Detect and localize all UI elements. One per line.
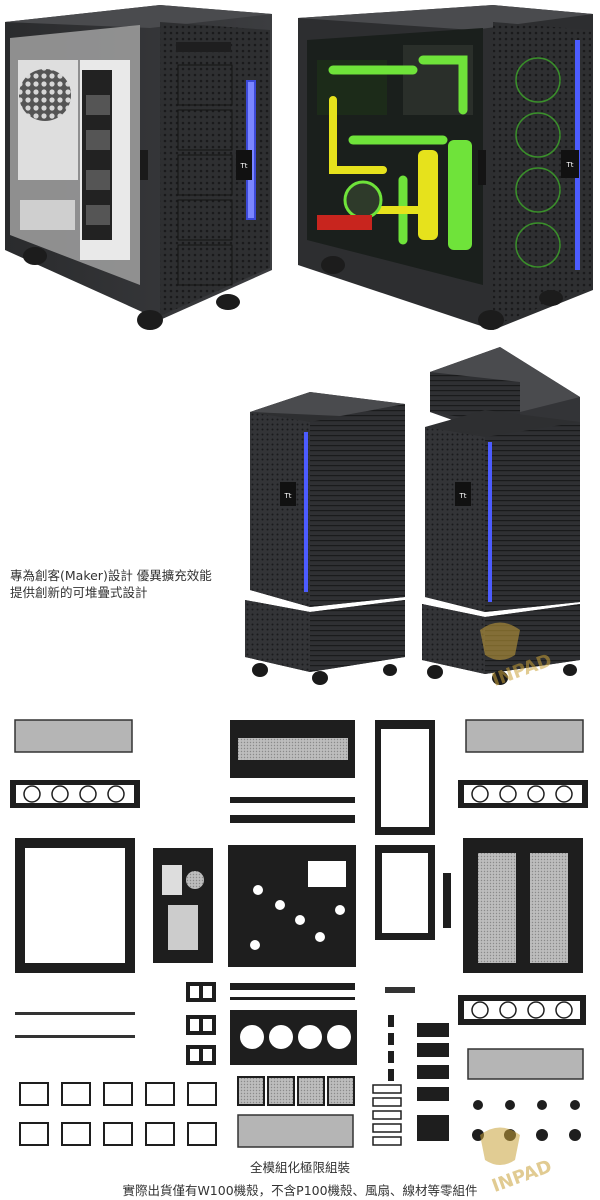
parts-caption-line2: 實際出貨僅有W100機殼，不含P100機殼、風扇、線材等零組件 bbox=[122, 1183, 478, 1198]
exploded-parts-diagram bbox=[0, 705, 600, 1155]
stack-caption-line1: 專為創客(Maker)設計 優異擴充效能 bbox=[10, 568, 212, 583]
brand-badge-1: Tt bbox=[239, 162, 247, 170]
brand-badge-2: Tt bbox=[565, 161, 573, 169]
watermark-logo-1: INPAD bbox=[470, 610, 590, 690]
fan-bracket-left bbox=[10, 780, 140, 808]
stack-caption: 專為創客(Maker)設計 優異擴充效能 提供創新的可堆疊式設計 bbox=[10, 567, 212, 601]
stack-caption-line2: 提供創新的可堆疊式設計 bbox=[10, 585, 148, 600]
brand-badge-4: Tt bbox=[458, 492, 466, 500]
parts-caption-line1: 全模組化極限組裝 bbox=[249, 1160, 350, 1175]
stacked-cases-photo: Tt Tt bbox=[230, 342, 600, 690]
case-photo-watercooled: Tt bbox=[293, 0, 600, 340]
case-photo-open: Tt bbox=[0, 0, 290, 340]
fan-bracket-right bbox=[458, 780, 588, 808]
watermark-logo-2: INPAD bbox=[470, 1120, 590, 1200]
brand-badge-3: Tt bbox=[283, 492, 291, 500]
